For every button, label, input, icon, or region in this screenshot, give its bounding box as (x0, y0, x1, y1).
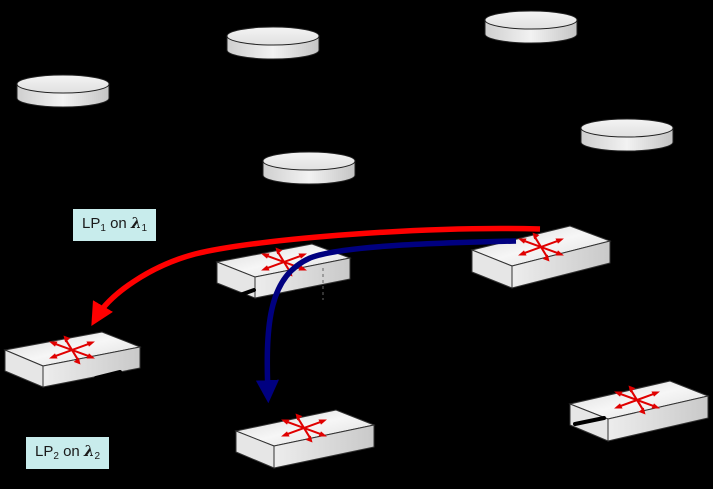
node-cylinder (226, 26, 320, 60)
lp2-index: 2 (53, 451, 59, 462)
lp2-name: LP (35, 443, 54, 460)
node-cylinder (484, 10, 578, 44)
lp1-on: on (110, 215, 127, 232)
lightpath-2-arrow (255, 238, 517, 404)
lp2-on: on (63, 443, 80, 460)
lightpath-1-arrow (91, 225, 541, 326)
lp2-wavelength: λ (83, 442, 95, 460)
lightpath-2-label: LP2 on λ2 (26, 437, 110, 469)
router-icon (234, 409, 376, 469)
router-icon (3, 331, 142, 388)
router-icon (568, 380, 710, 442)
lp1-wl-index: 1 (141, 223, 148, 234)
lp2-wl-index: 2 (94, 451, 101, 462)
router-icon (470, 225, 612, 289)
lp1-wavelength: λ (130, 214, 142, 232)
lp1-name: LP (82, 215, 101, 232)
node-cylinder (262, 151, 356, 185)
lightpath-1-label: LP1 on λ1 (73, 209, 157, 241)
node-cylinder (580, 118, 674, 152)
node-cylinder (16, 74, 110, 108)
lp1-index: 1 (100, 223, 106, 234)
